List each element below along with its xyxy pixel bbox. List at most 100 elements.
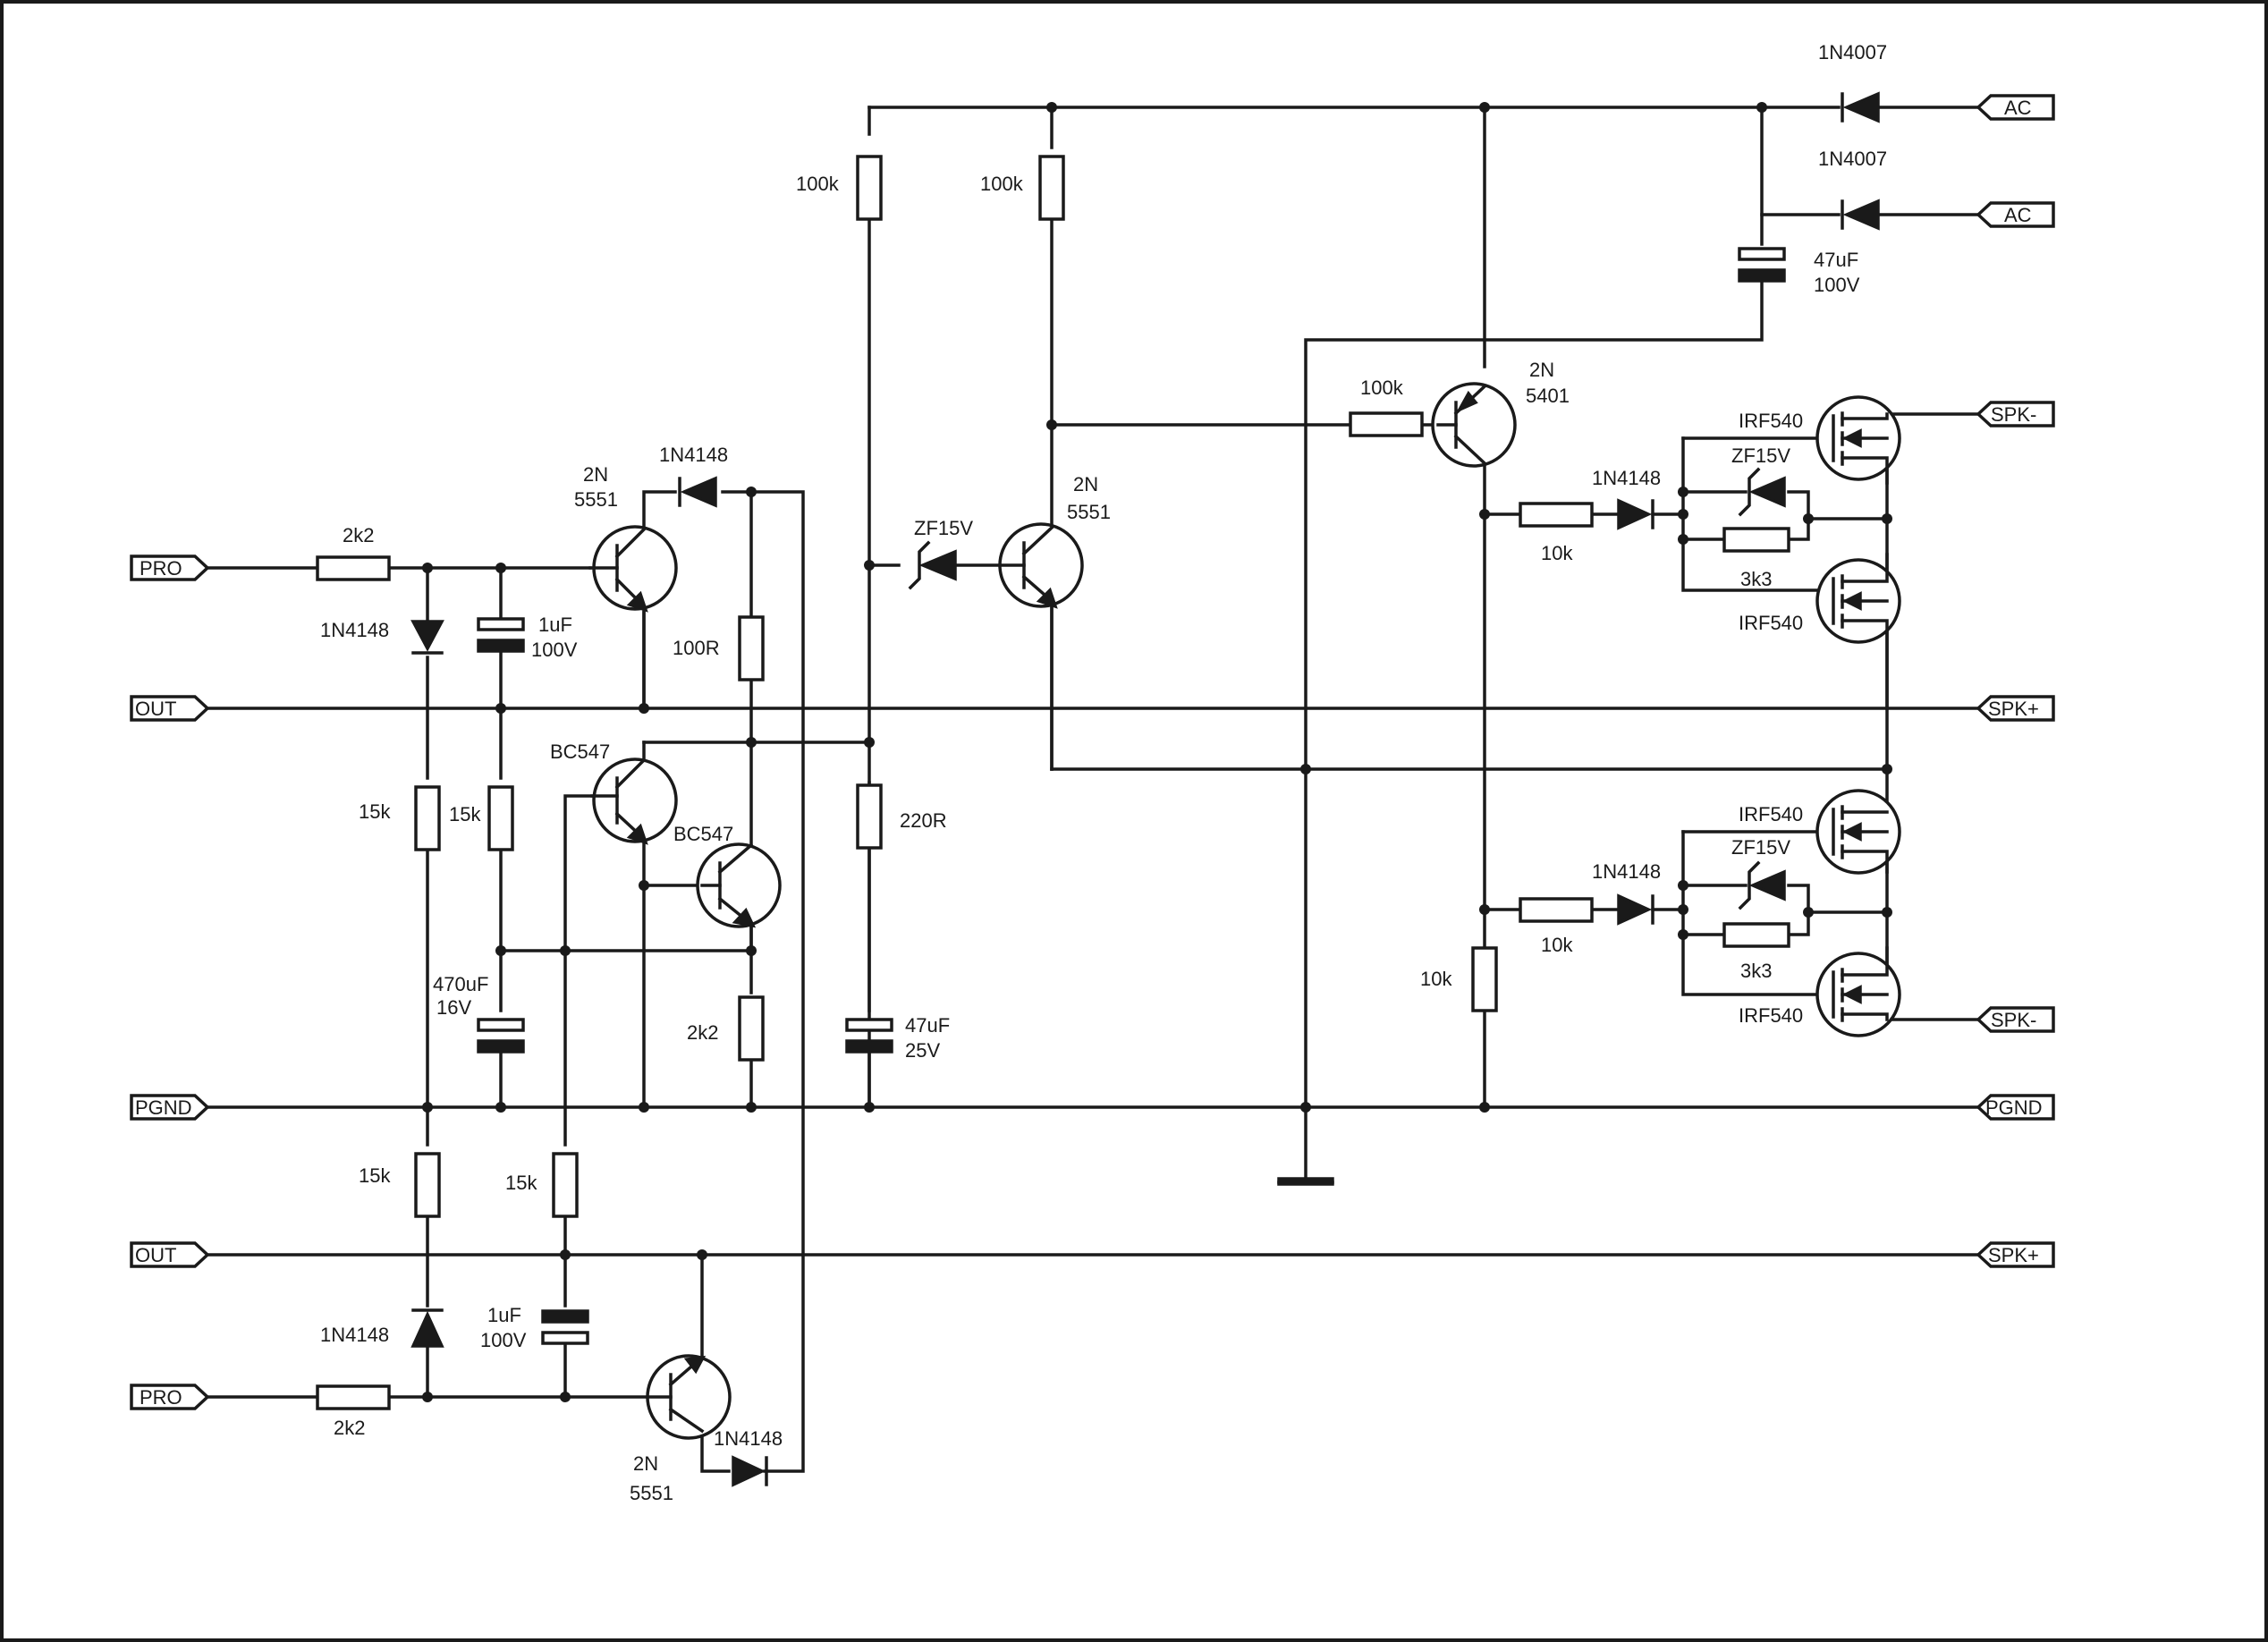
zener-z-mid xyxy=(918,549,957,581)
port-label-pgnd-right: PGND xyxy=(1985,1096,2043,1119)
label-d-ac-2: 1N4007 xyxy=(1818,148,1887,170)
junctions xyxy=(422,102,1892,1402)
ports: PRO OUT PGND OUT PRO AC AC SPK- xyxy=(130,94,2055,1410)
label-q-top-line1: 2N xyxy=(583,463,608,486)
resistor-100r xyxy=(738,615,765,681)
wires xyxy=(204,106,1980,1473)
diode-d-gate-a xyxy=(1617,498,1653,530)
port-spk-minus-bottom: SPK- xyxy=(1976,1006,2055,1033)
resistor-r-in-bottom xyxy=(316,1384,391,1410)
label-r-in-top: 2k2 xyxy=(343,524,374,546)
resistor-3k3-a xyxy=(1722,527,1790,553)
resistor-15k-d xyxy=(552,1152,579,1218)
label-c-470uf-value: 470uF xyxy=(433,973,488,995)
zeners xyxy=(908,467,1786,910)
label-m1: IRF540 xyxy=(1739,410,1803,432)
resistor-3k3-b xyxy=(1722,922,1790,948)
resistor-15k-c xyxy=(414,1152,441,1218)
labels: 2k2 2k2 100R 15k 15k 2k2 220R 15k 15k 10… xyxy=(320,41,1887,1504)
label-100k-a: 100k xyxy=(796,173,840,195)
label-100k-c: 100k xyxy=(1360,377,1404,399)
label-15k-d: 15k xyxy=(505,1172,537,1194)
port-pgnd-right: PGND xyxy=(1976,1094,2055,1121)
label-c-47uf-25v-value: 47uF xyxy=(905,1014,950,1037)
cap-1uf-top-plate xyxy=(477,617,525,631)
port-spk-plus-2: SPK+ xyxy=(1976,1241,2055,1268)
mosfet-m4 xyxy=(1815,946,1901,1037)
port-ac-2: AC xyxy=(1976,201,2055,228)
cap-1uf-bottom-plate-neg xyxy=(541,1309,589,1324)
label-15k-b: 15k xyxy=(449,803,481,825)
mosfet-m1 xyxy=(1815,395,1901,485)
label-c-1uf-top-value: 1uF xyxy=(538,614,572,636)
label-q-mid-line1: 2N xyxy=(1073,473,1098,495)
port-ac-1: AC xyxy=(1976,94,2055,121)
zener-z-gate-a xyxy=(1748,476,1786,508)
label-z-gate-a: ZF15V xyxy=(1731,444,1790,467)
label-q-pnp-line2: 5401 xyxy=(1526,385,1570,407)
port-pro-bottom: PRO xyxy=(130,1384,210,1410)
label-d-gate-b: 1N4148 xyxy=(1592,860,1661,883)
port-label-out-2: OUT xyxy=(135,1244,176,1266)
label-10k-c: 10k xyxy=(1420,968,1452,990)
label-z-gate-b: ZF15V xyxy=(1731,836,1790,859)
capacitors xyxy=(477,247,1786,1345)
label-d-top-right: 1N4148 xyxy=(659,444,728,466)
cap-1uf-bottom-plate xyxy=(541,1331,589,1345)
label-r-in-bottom: 2k2 xyxy=(334,1417,365,1439)
diodes xyxy=(410,91,1980,1487)
resistor-10k-c xyxy=(1471,946,1498,1012)
cap-47uf-25v-plate xyxy=(845,1018,893,1032)
zener-z-gate-b xyxy=(1748,869,1786,901)
transistor-q-bottom xyxy=(646,1354,732,1440)
label-q-bc547-b: BC547 xyxy=(673,823,733,845)
label-100r: 100R xyxy=(673,637,720,659)
resistor-2k2-mid xyxy=(738,995,765,1062)
resistor-15k-a xyxy=(414,785,441,851)
label-q-bottom-line2: 5551 xyxy=(630,1482,673,1504)
resistor-100k-b xyxy=(1038,155,1065,221)
port-label-pro-top: PRO xyxy=(140,557,182,580)
diode-d-bottom-right xyxy=(732,1455,766,1487)
port-pro-top: PRO xyxy=(130,554,210,581)
label-100k-b: 100k xyxy=(980,173,1024,195)
diode-d-top-right xyxy=(680,476,717,508)
label-220r: 220R xyxy=(900,809,947,832)
mosfet-m3 xyxy=(1815,789,1901,875)
label-c-1uf-bottom-value: 1uF xyxy=(487,1304,521,1326)
label-m4: IRF540 xyxy=(1739,1004,1803,1027)
label-15k-c: 15k xyxy=(359,1164,391,1187)
label-q-pnp-line1: 2N xyxy=(1529,359,1554,381)
port-label-spk-minus-top: SPK- xyxy=(1991,403,2036,426)
label-3k3-b: 3k3 xyxy=(1740,960,1772,982)
label-m2: IRF540 xyxy=(1739,612,1803,634)
cap-47uf-100v-plate xyxy=(1738,247,1786,261)
label-d-ac-1: 1N4007 xyxy=(1818,41,1887,63)
port-spk-minus-top: SPK- xyxy=(1976,401,2055,427)
port-spk-plus-1: SPK+ xyxy=(1976,695,2055,722)
label-c-47uf-100v-voltage: 100V xyxy=(1814,274,1860,296)
label-10k-b: 10k xyxy=(1541,934,1573,956)
label-2k2-mid: 2k2 xyxy=(687,1021,718,1044)
label-q-bc547-a: BC547 xyxy=(550,741,610,763)
label-d-bottom-left: 1N4148 xyxy=(320,1324,389,1346)
label-z-mid: ZF15V xyxy=(914,517,973,539)
label-c-1uf-top-voltage: 100V xyxy=(531,639,578,661)
diode-d-bottom-left xyxy=(410,1310,444,1348)
label-3k3-a: 3k3 xyxy=(1740,568,1772,590)
port-out-1: OUT xyxy=(130,695,210,722)
cap-47uf-25v-plate-neg xyxy=(845,1039,893,1054)
ground-bar xyxy=(1277,1177,1334,1186)
label-15k-a: 15k xyxy=(359,800,391,823)
mosfets xyxy=(1815,395,1901,1037)
port-label-pgnd-left: PGND xyxy=(135,1096,192,1119)
transistor-q-bc547-b xyxy=(696,842,782,928)
label-c-47uf-100v-value: 47uF xyxy=(1814,249,1858,271)
cap-470uf-plate xyxy=(477,1018,525,1032)
port-label-spk-plus-1: SPK+ xyxy=(1988,698,2039,720)
port-label-pro-bottom: PRO xyxy=(140,1386,182,1409)
cap-47uf-100v-plate-neg xyxy=(1738,268,1786,283)
port-label-ac-1: AC xyxy=(2004,97,2032,119)
label-d-gate-a: 1N4148 xyxy=(1592,467,1661,489)
